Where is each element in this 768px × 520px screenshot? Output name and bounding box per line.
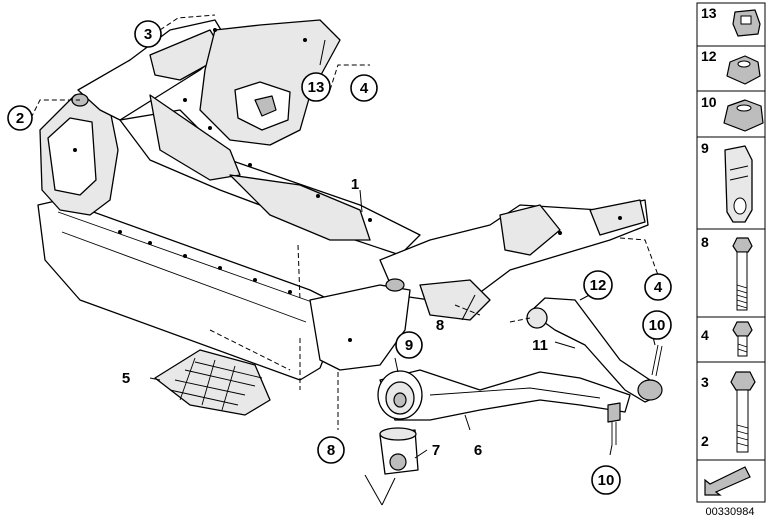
label-6: 6 [474, 442, 482, 459]
diagram-code: 00330984 [706, 506, 755, 518]
parts-legend: 13 12 10 9 8 [696, 2, 766, 503]
svg-text:2: 2 [16, 110, 24, 127]
svg-text:13: 13 [308, 79, 325, 96]
callout-8-lower: 8 [317, 436, 345, 464]
svg-text:8: 8 [327, 442, 335, 459]
legend-item-13: 13 [696, 2, 766, 47]
svg-text:4: 4 [701, 327, 709, 343]
callout-12: 12 [583, 270, 613, 300]
svg-text:12: 12 [701, 48, 717, 64]
svg-text:4: 4 [654, 279, 663, 296]
svg-text:3: 3 [144, 26, 152, 43]
callout-2: 2 [7, 105, 33, 131]
svg-text:12: 12 [590, 277, 607, 294]
callout-3: 3 [134, 20, 162, 48]
wishbone-arm [379, 369, 631, 421]
rubber-bushing [379, 427, 419, 475]
legend-item-3-2: 3 2 [696, 361, 766, 461]
legend-item-10: 10 [696, 90, 766, 138]
label-8-upper: 8 [436, 317, 444, 334]
label-1: 1 [351, 176, 359, 193]
label-5: 5 [122, 370, 130, 387]
svg-text:3: 3 [701, 374, 709, 390]
callout-10-lower: 10 [591, 465, 621, 495]
underbody-shield [154, 349, 271, 416]
label-7: 7 [432, 442, 440, 459]
svg-text:2: 2 [701, 433, 709, 449]
callout-4-top: 4 [350, 74, 378, 102]
svg-text:8: 8 [701, 234, 709, 250]
callout-4-right: 4 [644, 273, 672, 301]
legend-item-8: 8 [696, 228, 766, 318]
tension-strut [526, 297, 663, 403]
svg-text:10: 10 [701, 94, 717, 110]
svg-text:9: 9 [701, 140, 709, 156]
callout-10-upper: 10 [642, 310, 672, 340]
subframe-holes [73, 28, 622, 342]
front-axle-subframe [37, 19, 649, 381]
svg-text:10: 10 [649, 317, 666, 334]
svg-text:9: 9 [405, 337, 413, 354]
wishbone-bushing [377, 370, 423, 420]
callout-13: 13 [301, 72, 331, 102]
ball-joint-stud-lower [607, 402, 621, 445]
legend-item-4: 4 [696, 316, 766, 363]
direction-arrow-icon [696, 459, 766, 503]
legend-item-9: 9 [696, 136, 766, 230]
legend-item-12: 12 [696, 45, 766, 92]
label-11: 11 [532, 337, 548, 354]
leader-lines [30, 14, 659, 506]
svg-text:4: 4 [360, 80, 369, 97]
callout-9: 9 [395, 331, 423, 359]
svg-text:13: 13 [701, 5, 717, 21]
svg-text:10: 10 [598, 472, 615, 489]
